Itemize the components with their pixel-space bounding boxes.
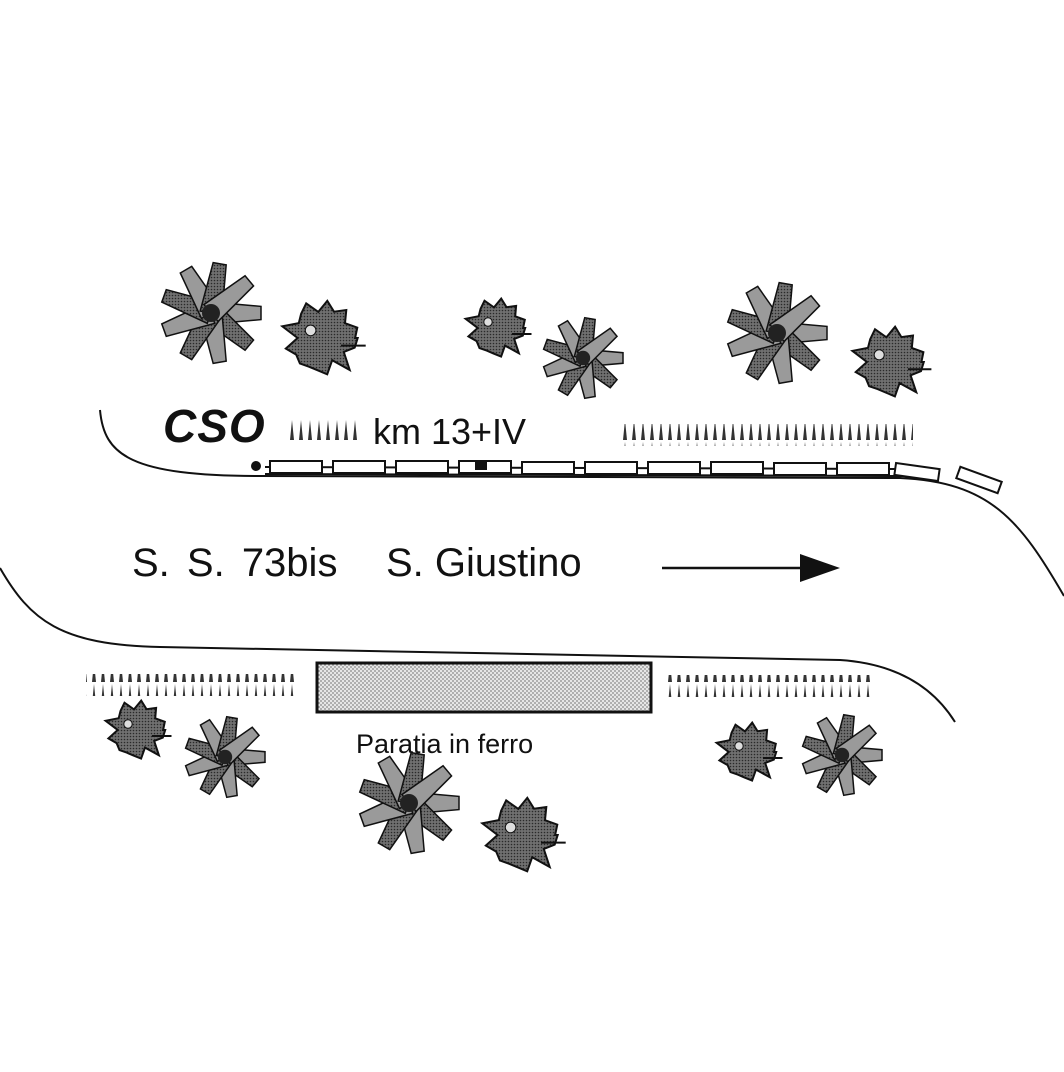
star-tree-icon <box>160 261 262 365</box>
guardrail <box>264 460 1004 495</box>
grass-strip <box>665 675 875 697</box>
star-tree-icon <box>801 713 883 797</box>
barrier-label: Paratia in ferro <box>356 729 534 759</box>
star-tree-icon <box>184 715 266 799</box>
road-name-label: S. S. 73bis <box>132 541 338 585</box>
bush-tree-icon <box>103 698 172 760</box>
station-code-label: CSO <box>163 400 266 452</box>
bush-tree-icon <box>463 296 532 358</box>
station-marker-dot <box>251 461 261 471</box>
kilometer-marker-label: km 13+IV <box>373 411 527 452</box>
bush-tree-icon <box>714 720 783 782</box>
bush-tree-icon <box>850 324 932 398</box>
grass-strip <box>290 420 360 442</box>
iron-barrier <box>315 661 653 714</box>
grass-strip <box>86 674 296 696</box>
direction-arrow <box>662 554 840 582</box>
star-tree-icon <box>358 751 460 855</box>
place-name-label: S. Giustino <box>386 541 582 585</box>
star-tree-icon <box>542 316 624 400</box>
road-edge-lower <box>0 567 956 723</box>
bush-tree-icon <box>479 796 566 873</box>
road-edge-upper <box>99 409 1064 597</box>
grass-strip <box>623 424 913 446</box>
star-tree-icon <box>726 281 828 385</box>
bush-tree-icon <box>279 299 366 376</box>
